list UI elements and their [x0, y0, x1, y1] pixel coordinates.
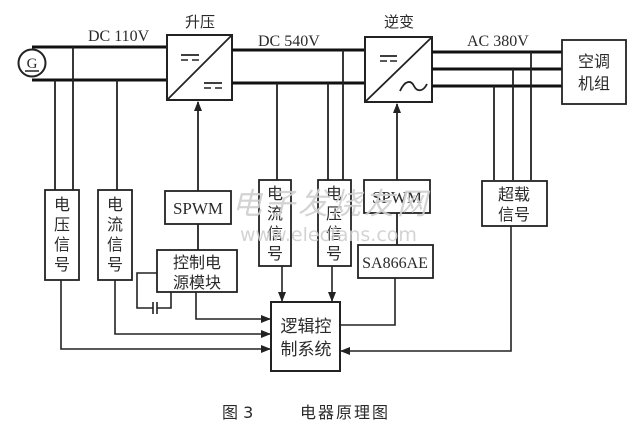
air-conditioner-label-2: 机组	[578, 74, 610, 93]
sa866ae-label: SA866AE	[362, 255, 428, 272]
control-power-label-2: 源模块	[173, 273, 221, 292]
spwm-right: SPWM	[363, 179, 431, 214]
block-char: 信	[54, 235, 70, 254]
block-char: 号	[54, 255, 70, 274]
voltage-signal-left: 电 压 信 号	[44, 189, 80, 281]
current-signal-mid: 电 流 信 号	[258, 179, 292, 267]
control-power-module: 控制电 源模块	[156, 249, 238, 293]
dc-540v-label: DC 540V	[258, 33, 320, 50]
ac-380v-bus	[432, 50, 563, 88]
control-power-label-1: 控制电	[173, 253, 221, 272]
current-left-to-logic-arrow	[114, 280, 271, 338]
boost-diagonal	[167, 35, 232, 100]
signal-paths	[60, 226, 512, 355]
inverter-title: 逆变	[384, 13, 414, 31]
overload-signal: 超载 信号	[481, 180, 548, 227]
voltage-signal-left-box	[44, 189, 80, 281]
capacitor-wire	[136, 272, 157, 309]
generator-symbol-label: G	[27, 56, 38, 72]
logic-control-label-2: 制系统	[281, 340, 332, 360]
current-signal-left-box	[97, 189, 133, 281]
dc-110v-bus	[32, 45, 168, 82]
block-char: 号	[107, 255, 123, 274]
current-signal-mid-box	[258, 179, 292, 267]
block-char: 号	[267, 244, 283, 263]
block-char: 压	[326, 204, 342, 223]
block-char: 电	[326, 184, 342, 203]
dc-input-symbol-icon	[181, 54, 199, 61]
overload-signal-box	[481, 180, 548, 227]
air-conditioner-label-1: 空调	[578, 52, 610, 71]
block-char: 流	[267, 204, 283, 223]
voltage-signal-mid: 电 压 信 号	[317, 179, 352, 267]
figure-number: 图 3	[222, 403, 253, 422]
current-signal-left: 电 流 信 号	[97, 189, 133, 281]
voltage-signal-mid-box	[317, 179, 352, 267]
inverter	[364, 36, 433, 103]
sa866ae-chip: SA866AE	[357, 244, 434, 279]
figure-title: 电器原理图	[300, 403, 390, 422]
logic-control-box	[270, 301, 341, 372]
logic-control-system: 逻辑控 制系统	[270, 301, 341, 372]
block-char: 压	[54, 215, 70, 234]
block-char: 信	[326, 224, 342, 243]
dc-540v-bus	[232, 48, 366, 85]
power-to-logic-arrow	[195, 292, 271, 323]
block-char: 信	[107, 235, 123, 254]
block-char: 电	[267, 184, 283, 203]
air-conditioner-unit: 空调 机组	[561, 39, 627, 105]
ac-output-symbol-icon	[399, 81, 428, 92]
control-power-module-box	[156, 249, 238, 293]
generator-symbol-circle	[17, 48, 47, 78]
boost-converter	[166, 34, 233, 101]
generator: G	[17, 48, 47, 78]
block-char: 号	[326, 244, 342, 263]
capacitor-wire	[157, 292, 172, 309]
boost-title: 升压	[185, 13, 215, 31]
dc-output-symbol-icon	[204, 82, 222, 89]
watermark-url: www.elecfans.com	[240, 224, 417, 246]
logic-to-sa866-wire	[340, 278, 396, 326]
spwm-left-label: SPWM	[173, 199, 223, 218]
capacitor-loop	[136, 272, 172, 314]
watermark: 电子发烧友网 www.elecfans.com	[232, 187, 431, 246]
dc-110v-label: DC 110V	[88, 28, 150, 45]
block-char: 电	[107, 195, 123, 214]
inverter-diagonal	[365, 37, 432, 102]
watermark-cn: 电子发烧友网	[232, 187, 431, 222]
overload-label-1: 超载	[498, 185, 530, 204]
air-conditioner-box	[561, 39, 627, 105]
sense-wires	[54, 47, 532, 190]
voltage-left-to-logic-arrow	[60, 280, 271, 353]
spwm-right-label: SPWM	[372, 188, 422, 207]
overload-to-logic-arrow	[340, 226, 512, 355]
block-char: 电	[54, 195, 70, 214]
block-char: 信	[267, 224, 283, 243]
dc-input-symbol-icon	[380, 55, 397, 62]
spwm-left: SPWM	[164, 190, 232, 225]
block-char: 流	[107, 215, 123, 234]
ac-380v-label: AC 380V	[467, 33, 529, 50]
logic-control-label-1: 逻辑控	[281, 317, 332, 337]
overload-label-2: 信号	[498, 205, 530, 224]
